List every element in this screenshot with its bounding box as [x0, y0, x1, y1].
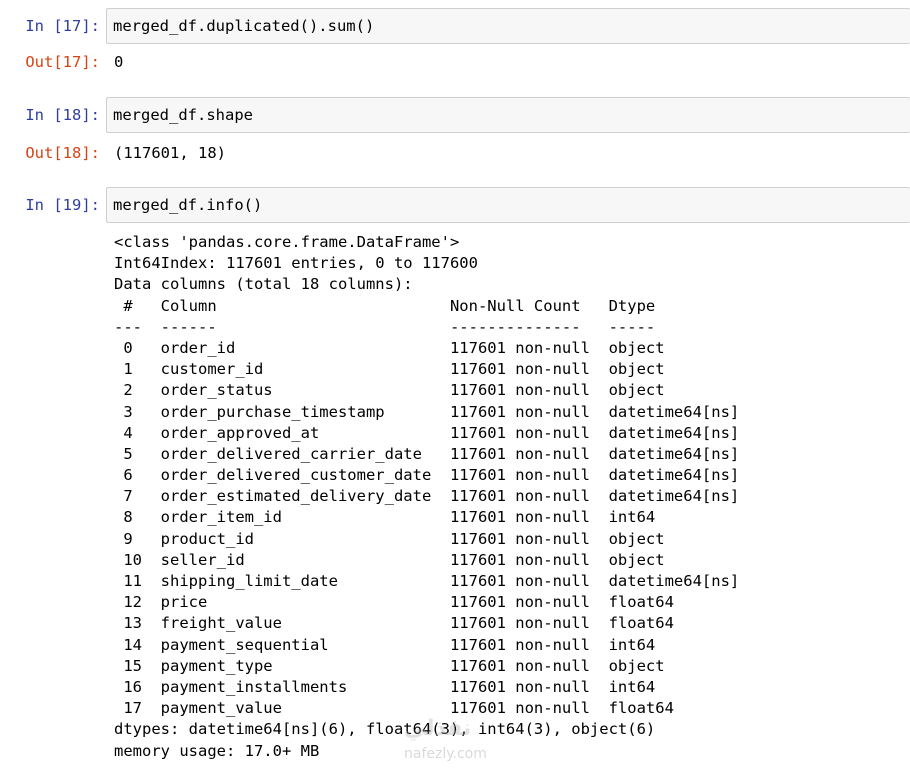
info-output-line: # Column Non-Null Count Dtype [114, 296, 656, 315]
info-output-line: 3 order_purchase_timestamp 117601 non-nu… [114, 402, 740, 421]
info-output-line: 11 shipping_limit_date 117601 non-null d… [114, 572, 740, 590]
info-output-line: --- ------ -------------- ----- [114, 317, 656, 336]
code-text: merged_df.shape [113, 106, 253, 124]
code-input-cell-18[interactable]: merged_df.shape [106, 97, 910, 133]
cell-output: 0 [114, 53, 124, 71]
input-prompt: In [18]: [25, 106, 100, 124]
info-output-line: memory usage: 17.0+ MB [114, 741, 320, 760]
info-output-line: 2 order_status 117601 non-null object [114, 381, 665, 400]
info-output: <class 'pandas.core.frame.DataFrame'> Int… [114, 232, 739, 762]
info-output-line: Data columns (total 18 columns): [114, 275, 413, 294]
info-output-line: 1 customer_id 117601 non-null object [114, 360, 665, 379]
info-output-line: 7 order_estimated_delivery_date 117601 n… [114, 487, 740, 506]
output-prompt: Out[17]: [25, 53, 100, 71]
input-prompt: In [19]: [25, 196, 100, 214]
info-output-line: dtypes: datetime64[ns](6), float64(3), i… [114, 720, 656, 739]
info-output-line: 14 payment_sequential 117601 non-null in… [114, 635, 656, 654]
info-output-line: 15 payment_type 117601 non-null object [114, 656, 665, 675]
info-output-line: 9 product_id 117601 non-null object [114, 529, 665, 548]
code-input-cell-17[interactable]: merged_df.duplicated().sum() [106, 8, 910, 44]
info-output-line: 13 freight_value 117601 non-null float64 [114, 614, 674, 633]
info-output-line: 10 seller_id 117601 non-null object [114, 550, 665, 569]
cell-output: (117601, 18) [114, 144, 226, 162]
info-output-line: 12 price 117601 non-null float64 [114, 593, 674, 612]
info-output-line: 5 order_delivered_carrier_date 117601 no… [114, 444, 740, 463]
input-prompt: In [17]: [25, 17, 100, 35]
code-input-cell-19[interactable]: merged_df.info() [106, 187, 910, 223]
code-text: merged_df.info() [113, 196, 263, 214]
info-output-line: 4 order_approved_at 117601 non-null date… [114, 423, 740, 442]
info-output-line: 0 order_id 117601 non-null object [114, 338, 665, 357]
info-output-line: 17 payment_value 117601 non-null float64 [114, 699, 674, 718]
output-prompt: Out[18]: [25, 144, 100, 162]
info-output-line: <class 'pandas.core.frame.DataFrame'> [114, 233, 460, 251]
info-output-line: Int64Index: 117601 entries, 0 to 117600 [114, 254, 478, 273]
info-output-line: 6 order_delivered_customer_date 117601 n… [114, 466, 740, 485]
info-output-line: 16 payment_installments 117601 non-null … [114, 677, 656, 696]
info-output-line: 8 order_item_id 117601 non-null int64 [114, 508, 656, 527]
code-text: merged_df.duplicated().sum() [113, 17, 375, 35]
